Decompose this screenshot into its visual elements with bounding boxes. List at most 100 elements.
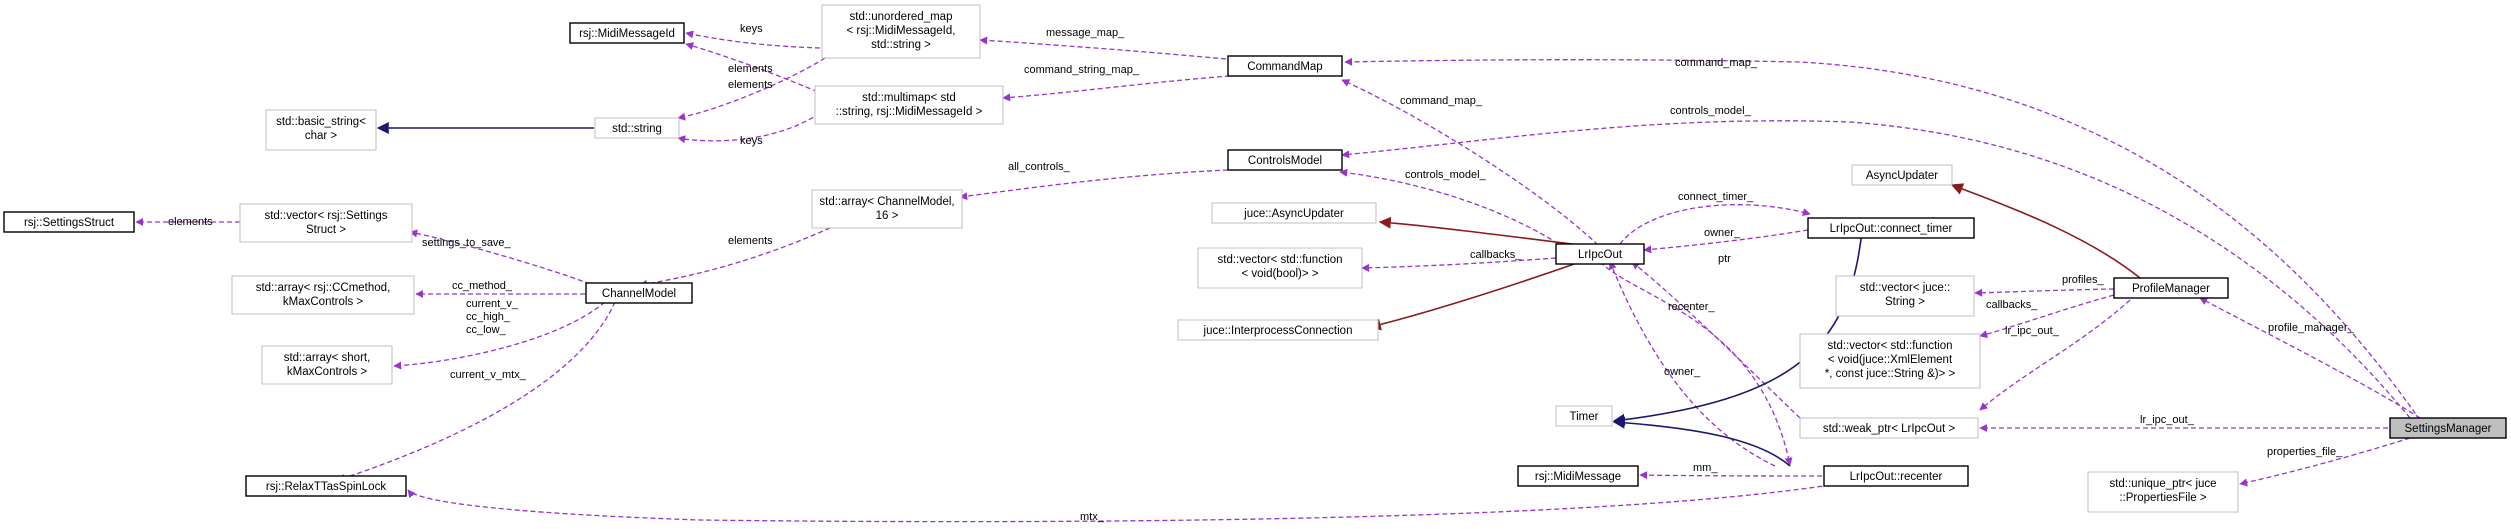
edge-owner-connect-timer [1643,229,1809,254]
node-vector-function-bool[interactable]: std::vector< std::function < void(bool)>… [1197,247,1363,289]
node-connect-timer[interactable]: LrIpcOut::connect_timer [1807,217,1975,239]
node-label: rsj::SettingsStruct [24,217,115,229]
node-profile-manager[interactable]: ProfileManager [2113,277,2229,299]
label-controls-model-1: controls_model_ [1670,105,1752,117]
label-elements-1: elements [728,63,773,75]
label-mm: mm_ [1693,462,1718,474]
node-label: ChannelModel [602,288,676,300]
node-label-line-2: < rsj::MidiMessageId, [847,25,956,37]
node-vector-juce-string[interactable]: std::vector< juce:: String > [1835,275,1975,317]
label-all-controls: all_controls_ [1008,161,1071,173]
label-command-map-2: command_map_ [1400,95,1483,107]
node-lrpcout[interactable]: LrIpcOut [1555,243,1645,265]
node-label-line-2: String > [1885,296,1925,308]
node-unique-ptr[interactable]: std::unique_ptr< juce ::PropertiesFile > [2087,471,2239,513]
node-interprocess[interactable]: juce::InterprocessConnection [1177,319,1379,341]
node-label-line-2: kMaxControls > [283,296,363,308]
node-vector-settings[interactable]: std::vector< rsj::Settings Struct > [239,203,413,243]
edge-elements-multimap [685,42,826,96]
node-array-channel[interactable]: std::array< ChannelModel, 16 > [811,189,963,229]
edge-ptr [1631,261,1801,419]
node-label: LrIpcOut::connect_timer [1830,223,1953,235]
node-timer[interactable]: Timer [1555,405,1613,427]
label-properties-file: properties_file_ [2267,446,2343,458]
node-label-line-2: kMaxControls > [287,366,367,378]
node-vector-function-xml[interactable]: std::vector< std::function < void(juce::… [1799,333,1981,389]
label-settings-to-save: settings_to_save_ [422,237,512,249]
node-label: LrIpcOut::recenter [1850,471,1943,483]
node-midi-message[interactable]: rsj::MidiMessage [1517,465,1639,487]
edge-command-string-map [1002,75,1231,102]
node-settings-struct[interactable]: rsj::SettingsStruct [3,211,135,233]
node-weak-ptr[interactable]: std::weak_ptr< LrIpcOut > [1799,417,1979,439]
label-cc-low: cc_low_ [466,324,507,336]
edge-inherit-timer-recenter [1612,416,1791,467]
edge-recenter [1599,261,1793,466]
edge-callbacks-pm [1979,294,2115,338]
label-keys-1: keys [740,23,763,35]
edge-inherit-interprocess [1368,261,1581,331]
node-midi-message-id[interactable]: rsj::MidiMessageId [569,22,685,44]
node-label-line-3: std::string > [871,39,931,51]
label-cc-method: cc_method_ [452,280,513,292]
node-async-updater[interactable]: AsyncUpdater [1851,164,1953,186]
node-label: CommandMap [1247,61,1322,73]
label-command-string-map: command_string_map_ [1024,64,1140,76]
edges [135,30,2421,523]
label-keys-2: keys [740,135,763,147]
edge-inherit-async-updater-pm [1950,183,2141,279]
node-spin-lock[interactable]: rsj::RelaxTTasSpinLock [245,475,407,497]
node-label: rsj::MidiMessage [1535,471,1621,483]
node-multimap[interactable]: std::multimap< std ::string, rsj::MidiMe… [814,85,1004,125]
node-label-line-1: std::vector< std::function [1218,254,1343,266]
node-label-line-2: ::PropertiesFile > [2119,492,2207,504]
label-connect-timer: connect_timer_ [1678,191,1754,203]
node-label: SettingsManager [2405,423,2492,435]
node-recenter[interactable]: LrIpcOut::recenter [1823,465,1969,487]
edge-settings-to-save [409,229,591,285]
edge-command-map-lrpcout [1341,79,1599,246]
edge-mtx [407,484,1831,523]
edge-inherit-async-updater [1378,216,1581,246]
label-elements-3: elements [168,216,213,228]
node-label-line-2: < void(juce::XmlElement [1828,354,1953,366]
label-ptr: ptr [1718,253,1731,265]
label-cc-high: cc_high_ [466,311,511,323]
edge-message-map [979,36,1227,60]
node-label-line-1: std::array< ChannelModel, [819,196,954,208]
node-std-string[interactable]: std::string [594,117,680,139]
edge-owner-recenter [1609,261,1776,467]
node-settings-manager[interactable]: SettingsManager [2389,417,2507,439]
edge-profiles [1974,288,2115,297]
node-channel-model[interactable]: ChannelModel [585,282,693,304]
edge-controls-model-lrpcout [1339,168,1566,249]
label-mtx: mtx_ [1080,511,1105,523]
node-label: std::weak_ptr< LrIpcOut > [1823,423,1956,435]
label-current-v: current_v_ [466,298,519,310]
node-array-ccmethod[interactable]: std::array< rsj::CCmethod, kMaxControls … [231,275,415,315]
node-async-updater-juce[interactable]: juce::AsyncUpdater [1211,202,1377,224]
node-command-map[interactable]: CommandMap [1227,55,1343,77]
edge-connect-timer [1619,204,1811,245]
label-controls-model-2: controls_model_ [1405,169,1487,181]
node-label-line-1: std::basic_string< [276,116,366,128]
node-label-line-2: Struct > [306,224,346,236]
label-lr-ipc-out-1: lr_ipc_out_ [2005,325,2060,337]
node-array-short[interactable]: std::array< short, kMaxControls > [261,345,393,385]
edge-labels: keys elements elements keys message_map_… [168,23,2354,523]
edge-all-controls [959,169,1229,201]
node-label: rsj::MidiMessageId [579,28,675,40]
label-callbacks-1: callbacks_ [1470,249,1522,261]
label-owner-2: owner_ [1664,366,1701,378]
node-label-line-3: *, const juce::String &)> > [1825,368,1956,380]
node-unordered-map[interactable]: std::unordered_map < rsj::MidiMessageId,… [821,4,981,59]
node-label: juce::AsyncUpdater [1243,208,1344,220]
label-recenter: recenter_ [1668,301,1715,313]
node-controls-model[interactable]: ControlsModel [1227,149,1343,171]
label-command-map-1: command_map_ [1675,57,1758,69]
node-label: ProfileManager [2132,283,2210,295]
node-basic-string[interactable]: std::basic_string< char > [265,109,377,151]
node-label-line-1: std::array< short, [284,352,371,364]
edge-keys-unordered-map [685,30,821,49]
